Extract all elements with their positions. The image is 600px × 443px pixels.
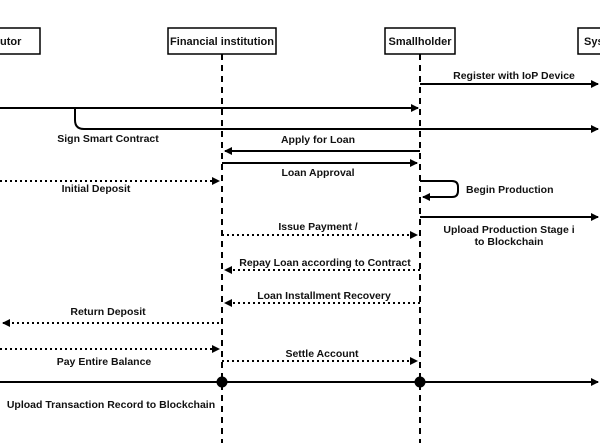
- label-loan-approval: Loan Approval: [281, 167, 354, 179]
- junction-dot-financial: [216, 376, 228, 388]
- participant-system: Sys: [577, 27, 600, 55]
- participant-smallholder-label: Smallholder: [389, 36, 453, 48]
- label-upload-transaction: Upload Transaction Record to Blockchain: [7, 399, 215, 411]
- label-upload-stage-line2: to Blockchain: [475, 236, 544, 248]
- arrow-sign-contract: [0, 104, 599, 133]
- label-pay-balance: Pay Entire Balance: [57, 356, 152, 368]
- label-register-iop: Register with IoP Device: [453, 70, 575, 82]
- label-settle-account: Settle Account: [285, 348, 359, 360]
- label-begin-production: Begin Production: [466, 184, 554, 196]
- participant-financial-institution: Financial institution: [167, 27, 277, 55]
- label-upload-stage-line1: Upload Production Stage i: [443, 224, 574, 236]
- label-return-deposit: Return Deposit: [70, 306, 146, 318]
- label-installment-recovery: Loan Installment Recovery: [257, 290, 391, 302]
- label-sign-contract: Sign Smart Contract: [57, 133, 159, 145]
- participant-system-label: Sys: [584, 36, 600, 48]
- label-issue-payment: Issue Payment /: [278, 221, 357, 233]
- participant-distributor-label: utor: [0, 36, 22, 48]
- junction-dot-smallholder: [414, 376, 426, 388]
- label-initial-deposit: Initial Deposit: [62, 183, 131, 195]
- label-apply-loan: Apply for Loan: [281, 134, 355, 146]
- participant-smallholder: Smallholder: [384, 27, 456, 55]
- label-repay-loan: Repay Loan according to Contract: [239, 257, 411, 269]
- participant-distributor: utor: [0, 27, 41, 55]
- arrow-begin-production: [420, 180, 459, 201]
- participant-financial-institution-label: Financial institution: [170, 36, 274, 48]
